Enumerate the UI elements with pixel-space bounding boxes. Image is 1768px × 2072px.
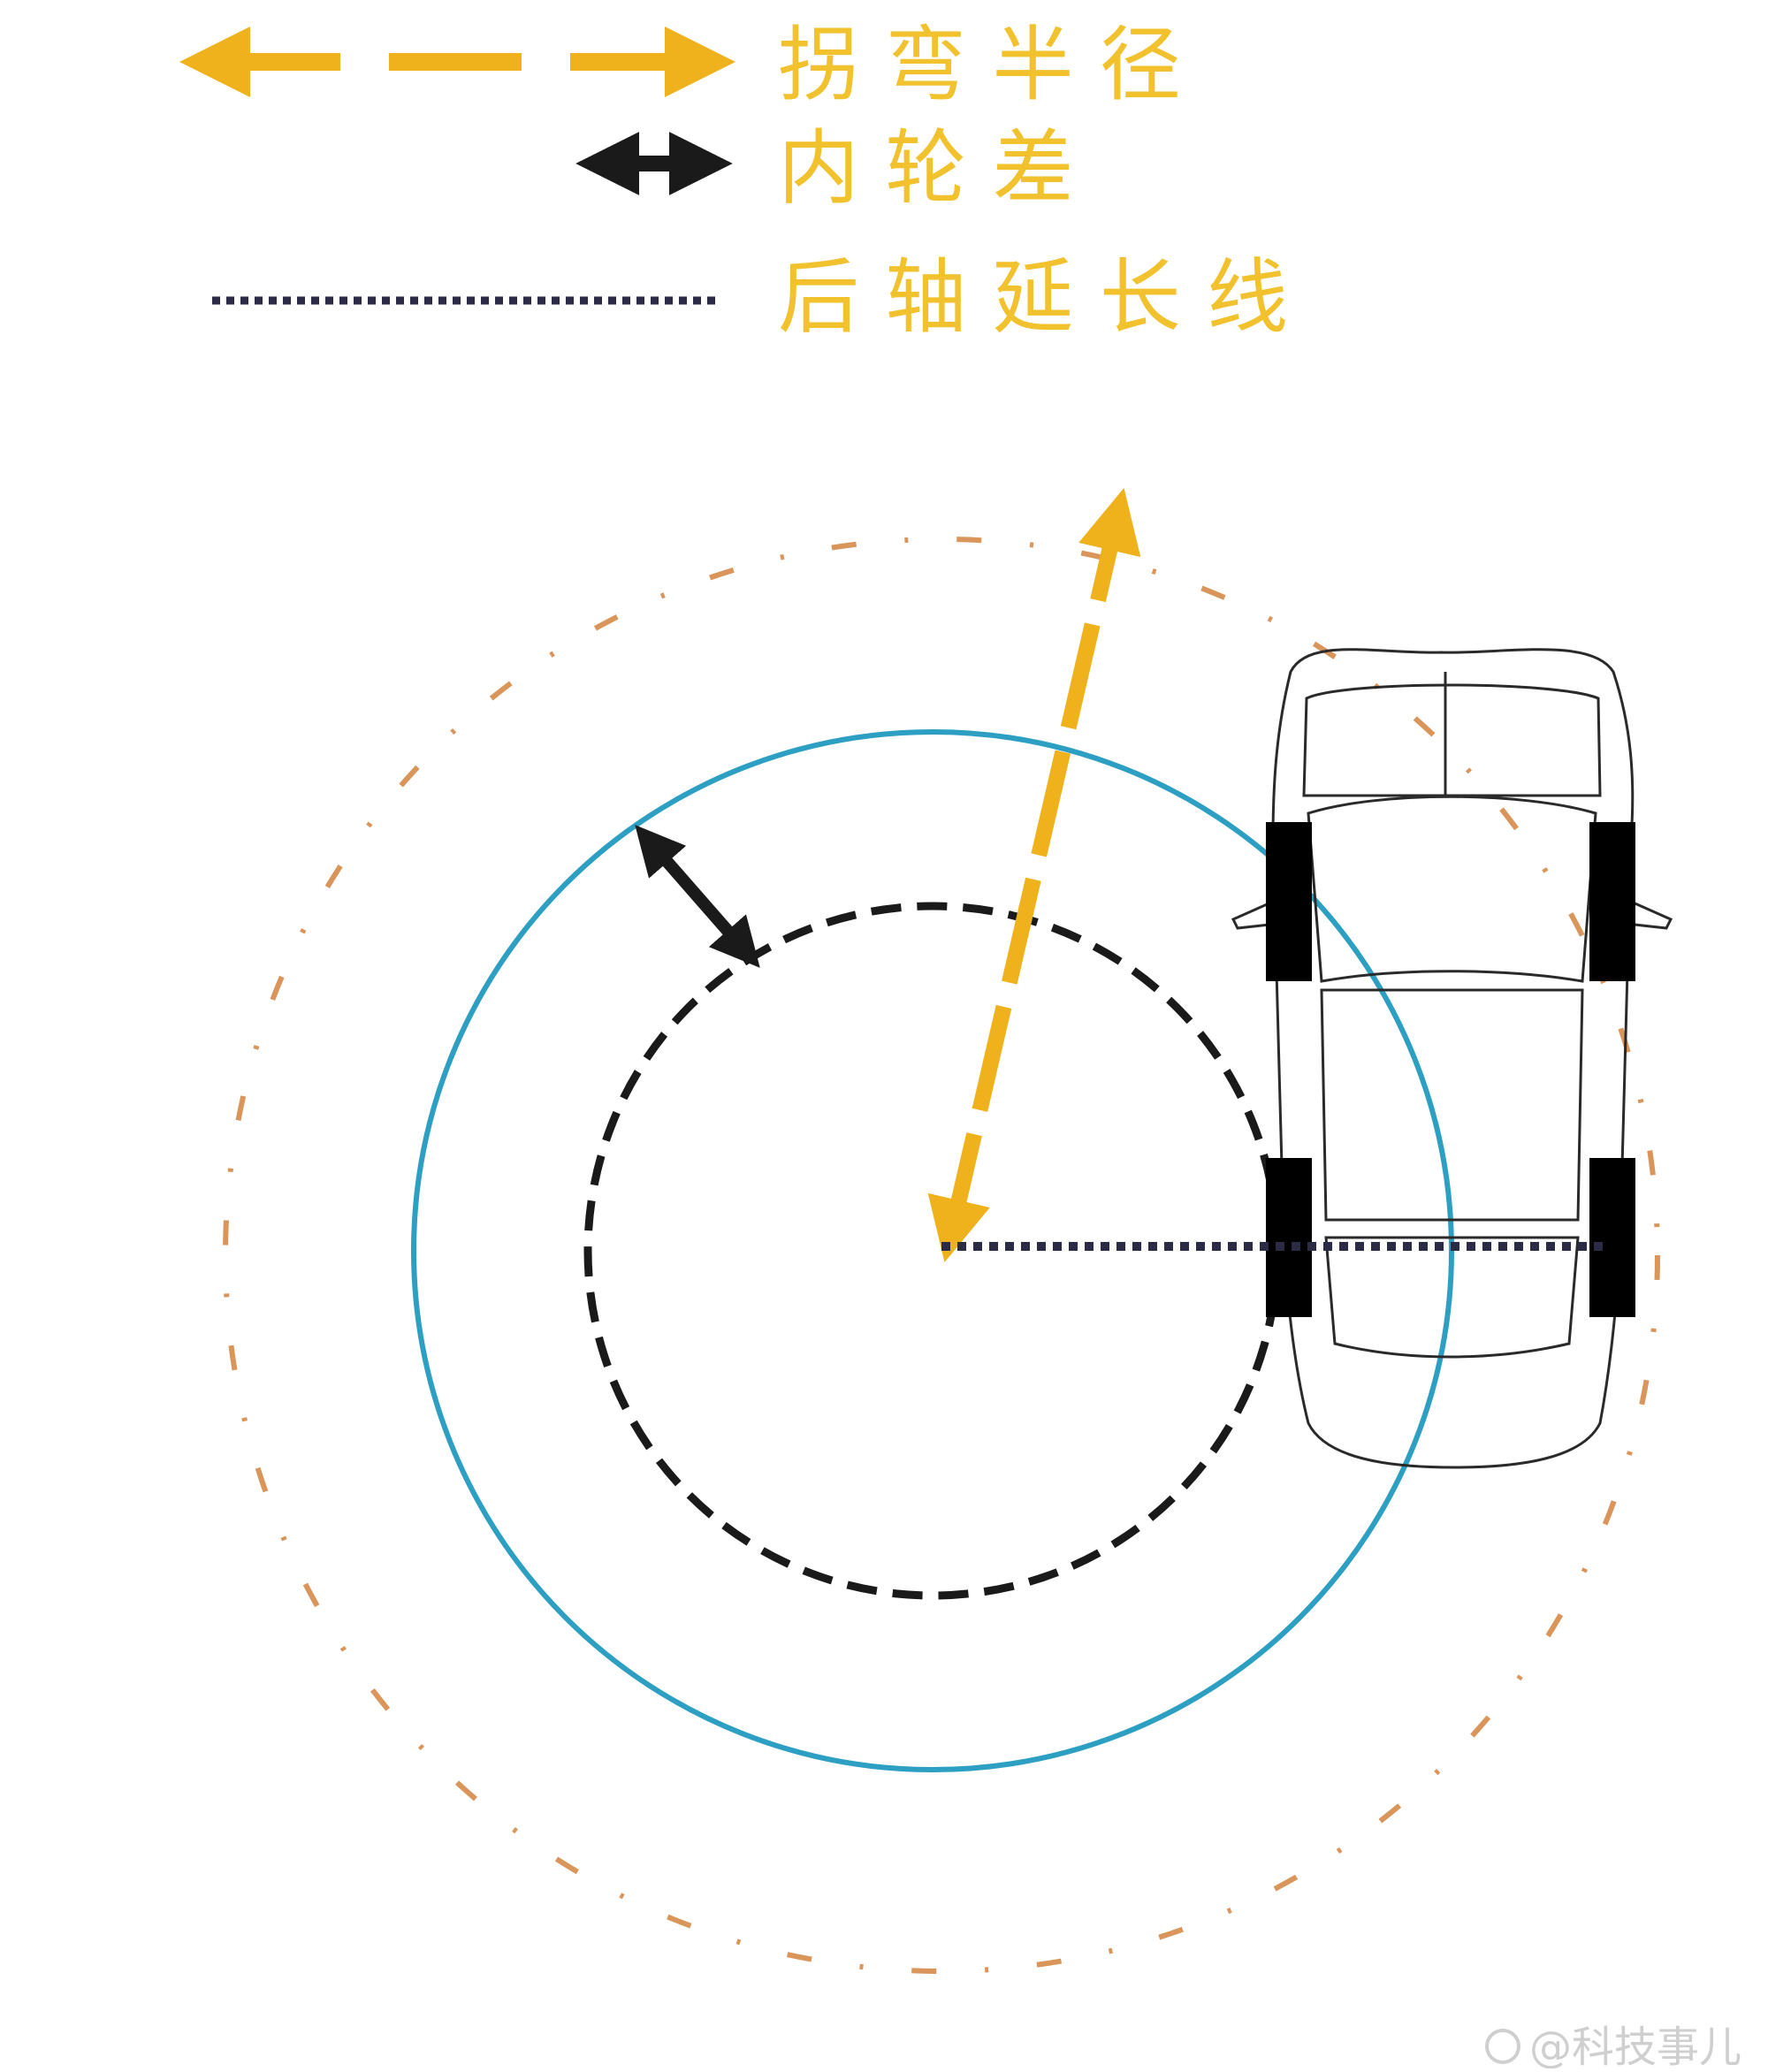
windshield (1307, 795, 1597, 983)
inner-wheel-diff-arrow (635, 825, 760, 968)
rear-left-wheel (1266, 1158, 1312, 1317)
watermark-text: @科技事儿 (1529, 2022, 1741, 2068)
legend-inner-wheel-diff-label: 内 轮 差 (778, 121, 1074, 216)
rear-window (1324, 1236, 1580, 1359)
outer-turning-circle (223, 537, 1660, 1974)
legend-turning-radius-label: 拐 弯 半 径 (778, 18, 1181, 112)
front-right-wheel (1589, 822, 1635, 981)
turning-radius-arrow (927, 487, 1141, 1263)
watermark: @科技事儿 (1485, 2022, 1741, 2072)
rear-right-wheel (1589, 1158, 1635, 1317)
legend: 拐 弯 半 径 内 轮 差 后 轴 延 长 线 (179, 18, 1288, 345)
left-mirror (1231, 900, 1278, 930)
car-hood (1302, 683, 1602, 797)
right-mirror (1626, 900, 1673, 930)
weibo-icon (1485, 2029, 1520, 2064)
roof (1320, 988, 1584, 1222)
inner-wheel-circle (583, 902, 1282, 1600)
legend-rear-axle-ext-label: 后 轴 延 长 线 (778, 250, 1288, 345)
car-top-view (1231, 648, 1673, 1469)
car-body (1271, 648, 1635, 1469)
front-left-wheel (1266, 822, 1312, 981)
